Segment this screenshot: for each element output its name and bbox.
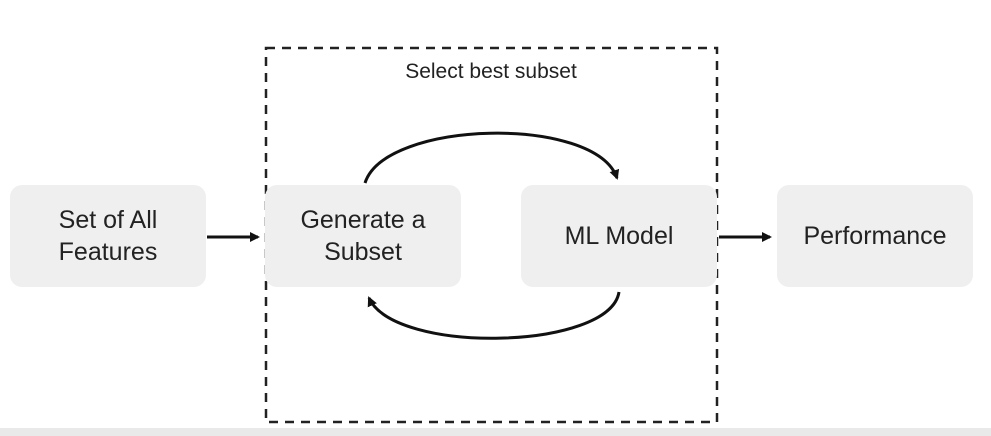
node-generate-subset: Generate a Subset (265, 185, 461, 287)
node-set-of-all-features: Set of All Features (10, 185, 206, 287)
node-performance: Performance (777, 185, 973, 287)
bottom-strip (0, 428, 991, 436)
arrow-model-to-generate (367, 291, 621, 340)
group-label: Select best subset (405, 60, 577, 83)
node-ml-model: ML Model (521, 185, 717, 287)
arrow-generate-to-model (363, 131, 620, 184)
